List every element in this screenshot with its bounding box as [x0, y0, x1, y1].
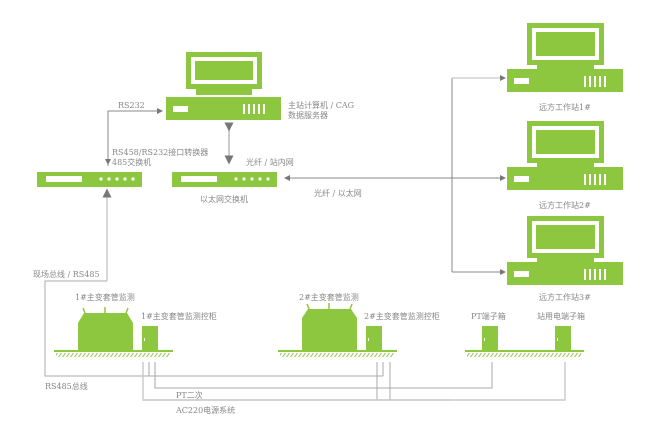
label-pt-box: PT端子箱 [471, 312, 506, 321]
label-monitor-1: 1#主变套管监测 [75, 293, 135, 302]
label-fiber-ethernet: 光纤 / 以太网 [314, 189, 362, 198]
link-pt-secondary [154, 362, 493, 389]
label-power-box: 站用电端子箱 [537, 312, 585, 321]
station-power-box [555, 326, 571, 350]
label-rs485-bus: RS485总线 [45, 382, 88, 391]
link-ac220 [143, 362, 566, 401]
label-cabinet-1: 1#主变套管监测控柜 [141, 312, 217, 321]
remote-workstation-2[interactable] [507, 121, 623, 190]
bushing-monitor-2[interactable] [278, 303, 397, 357]
label-remote-1: 远方工作站1# [539, 103, 591, 112]
label-pt-secondary: PT二次 [176, 391, 203, 400]
label-ac220: AC220电源系统 [176, 406, 236, 415]
label-master-line2: 数据服务器 [288, 111, 328, 120]
cabinet-1 [142, 326, 158, 350]
remote-workstation-1[interactable] [507, 23, 623, 92]
master-computer[interactable] [166, 52, 281, 120]
label-fieldbus: 现场总线 / RS485 [33, 270, 100, 279]
label-cabinet-2: 2#主变套管监测控柜 [364, 312, 440, 321]
label-converter-line2: 485交换机 [112, 158, 152, 167]
label-ethernet-switch: 以太网交换机 [200, 195, 248, 204]
label-master-line1: 主站计算机 / CAG [288, 101, 355, 110]
link-rs485-bus [44, 280, 383, 377]
cabinet-2 [366, 326, 382, 350]
label-converter-line1: RS458/RS232接口转换器 [112, 148, 209, 157]
terminal-boxes[interactable] [465, 326, 584, 357]
label-rs232: RS232 [118, 101, 145, 110]
label-monitor-2: 2#主变套管监测 [299, 293, 359, 302]
converter-switch[interactable] [37, 172, 142, 187]
bushing-monitor-1[interactable] [54, 307, 173, 357]
pt-terminal-box [482, 326, 498, 350]
ethernet-switch[interactable] [172, 172, 277, 187]
label-remote-3: 远方工作站3# [539, 293, 591, 302]
connection-lines [44, 75, 566, 401]
remote-workstation-3[interactable] [507, 216, 623, 285]
label-fiber-lan: 光纤 / 站内网 [246, 158, 294, 167]
label-remote-2: 远方工作站2# [539, 201, 591, 210]
